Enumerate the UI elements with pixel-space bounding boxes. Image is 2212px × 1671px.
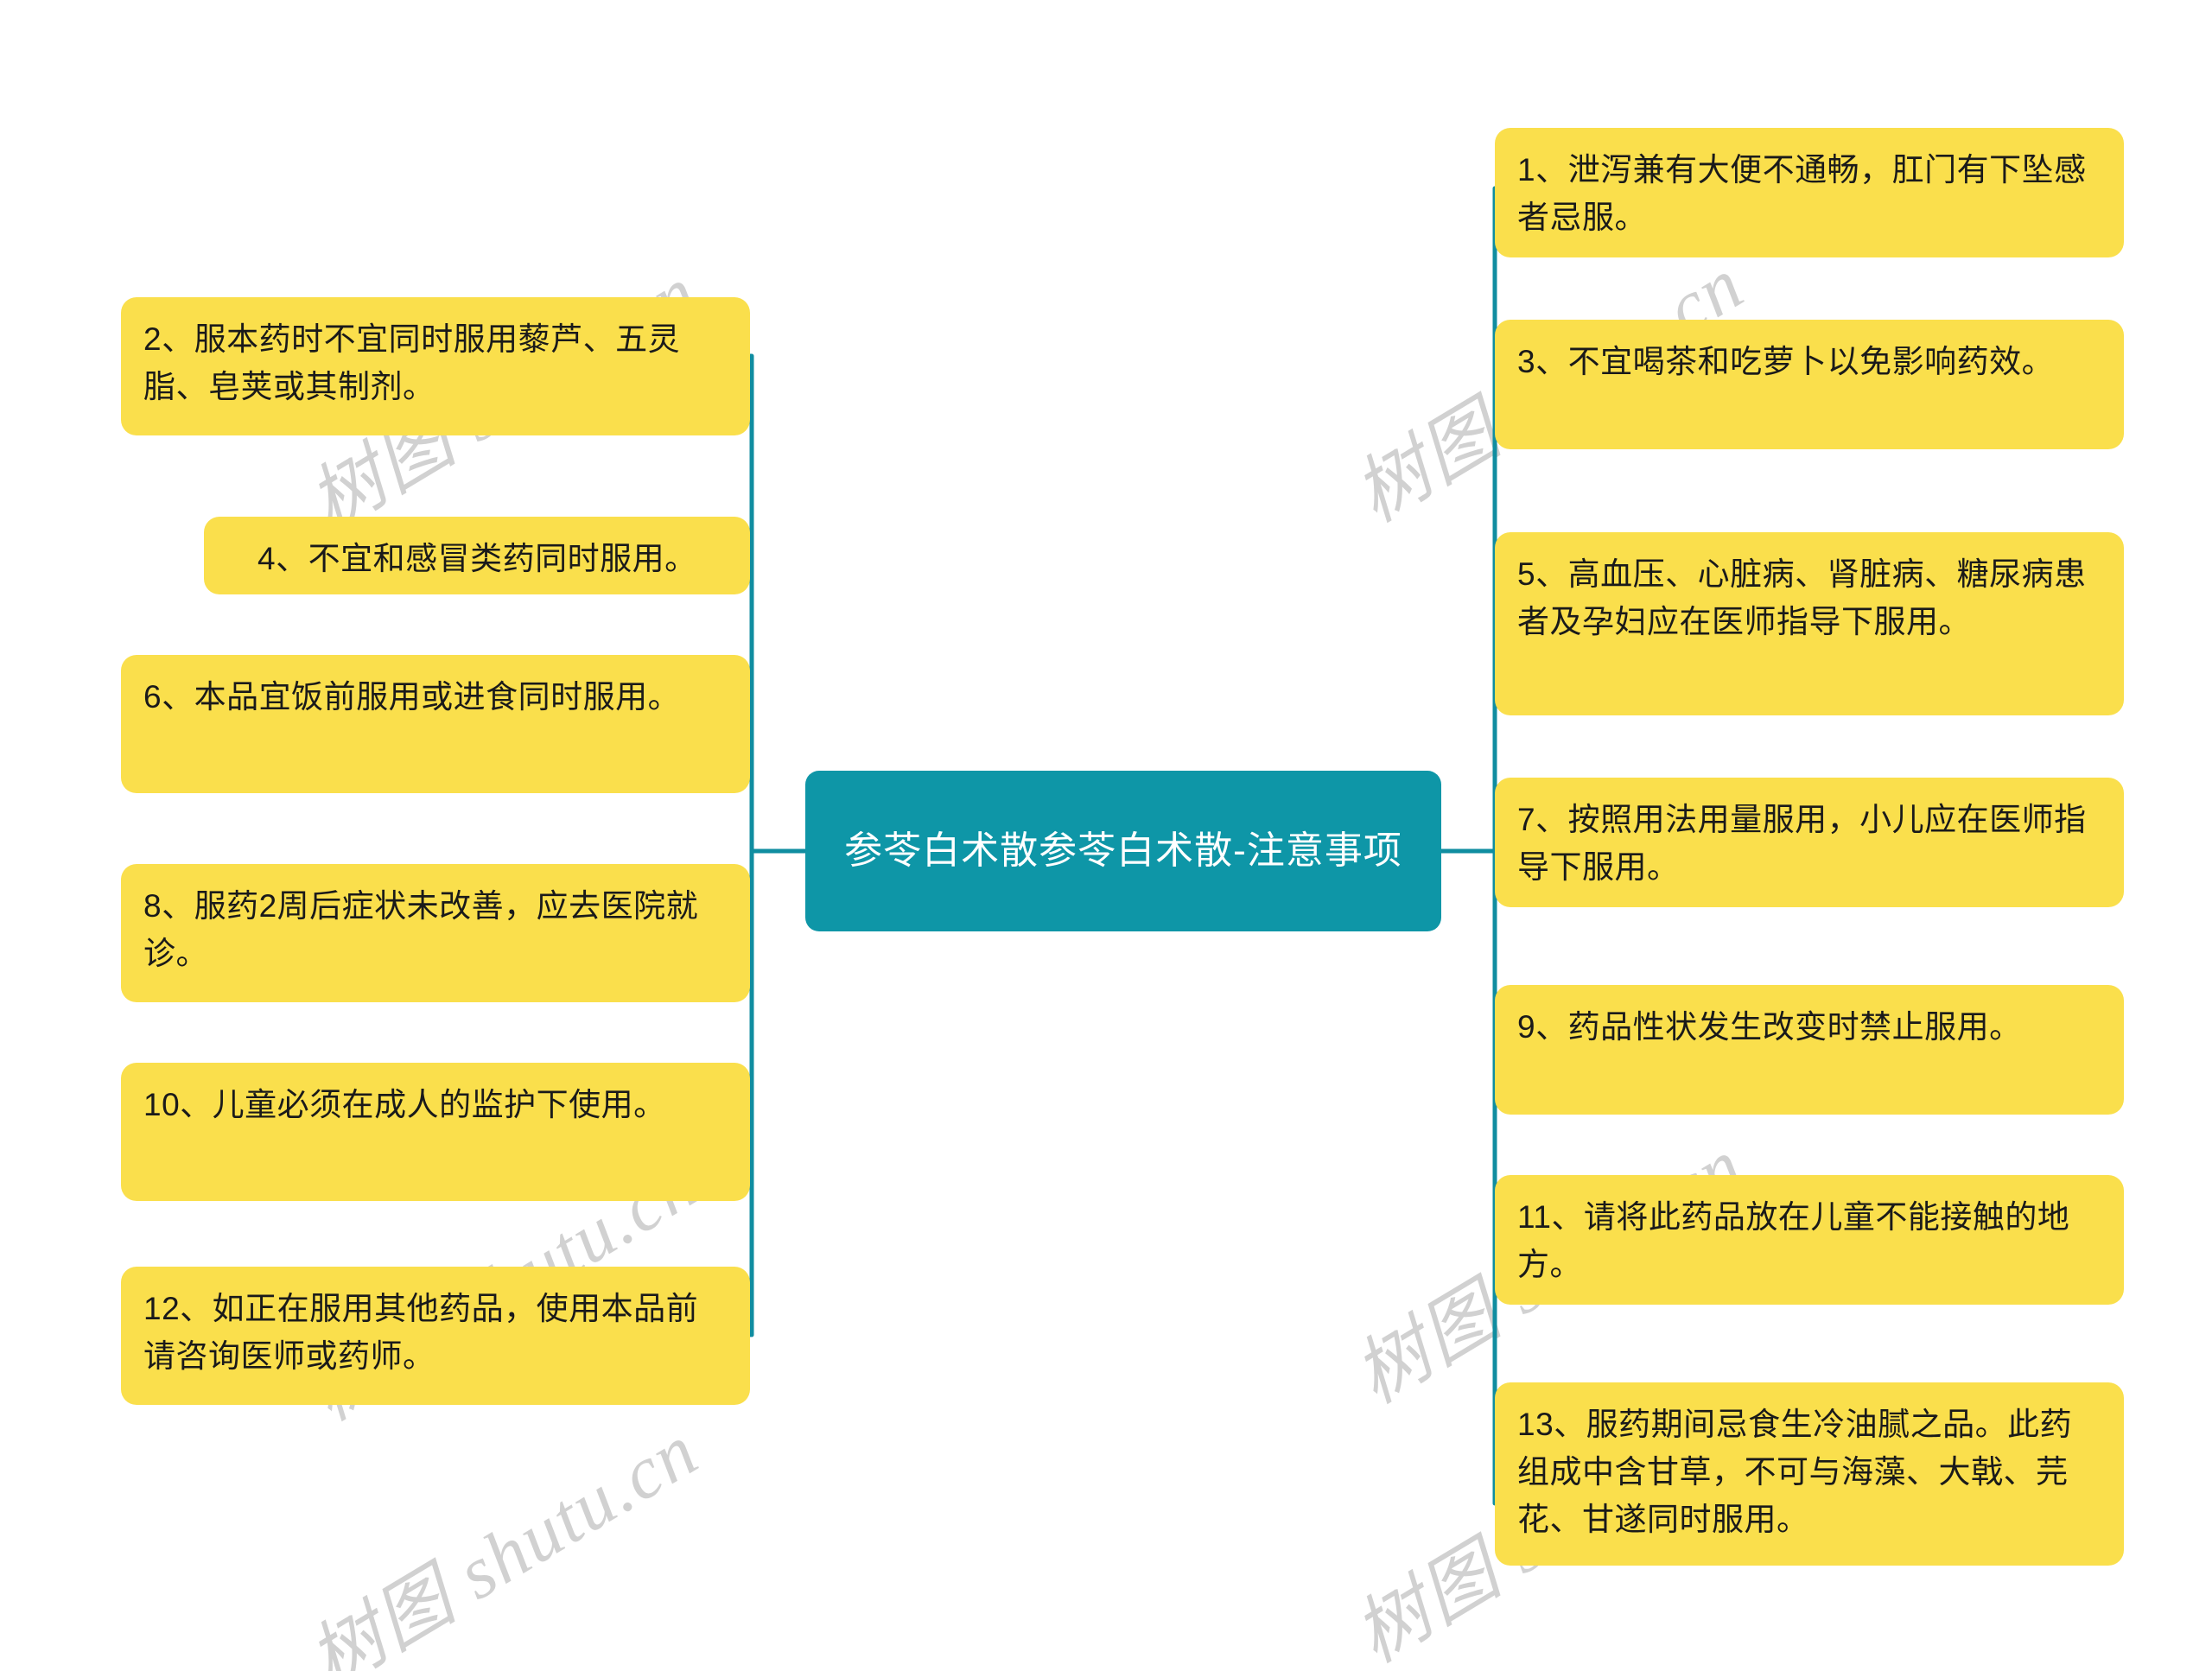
branch-node-right-3[interactable]: 3、不宜喝茶和吃萝卜以免影响药效。 <box>1495 320 2124 449</box>
branch-node-left-12[interactable]: 12、如正在服用其他药品，使用本品前请咨询医师或药师。 <box>121 1267 750 1405</box>
branch-label: 13、服药期间忌食生冷油腻之品。此药组成中含甘草，不可与海藻、大戟、芫花、甘遂同… <box>1517 1407 2073 1537</box>
branch-node-right-1[interactable]: 1、泄泻兼有大便不通畅，肛门有下坠感者忌服。 <box>1495 128 2124 257</box>
branch-node-right-13[interactable]: 13、服药期间忌食生冷油腻之品。此药组成中含甘草，不可与海藻、大戟、芫花、甘遂同… <box>1495 1382 2124 1566</box>
branch-node-right-11[interactable]: 11、请将此药品放在儿童不能接触的地方。 <box>1495 1175 2124 1305</box>
branch-label: 8、服药2周后症状未改善，应去医院就诊。 <box>143 888 699 971</box>
branch-label: 1、泄泻兼有大便不通畅，肛门有下坠感者忌服。 <box>1517 152 2087 235</box>
branch-node-right-7[interactable]: 7、按照用法用量服用，小儿应在医师指导下服用。 <box>1495 778 2124 907</box>
watermark: 树图 shutu.cn <box>295 1407 712 1671</box>
branch-node-left-4[interactable]: 4、不宜和感冒类药同时服用。 <box>204 517 750 594</box>
branch-label: 11、请将此药品放在儿童不能接触的地方。 <box>1517 1199 2070 1282</box>
branch-node-right-9[interactable]: 9、药品性状发生改变时禁止服用。 <box>1495 985 2124 1115</box>
branch-label: 2、服本药时不宜同时服用藜芦、五灵脂、皂荚或其制剂。 <box>143 321 681 404</box>
branch-label: 10、儿童必须在成人的监护下使用。 <box>143 1087 666 1122</box>
branch-node-left-2[interactable]: 2、服本药时不宜同时服用藜芦、五灵脂、皂荚或其制剂。 <box>121 297 750 435</box>
branch-label: 12、如正在服用其他药品，使用本品前请咨询医师或药师。 <box>143 1291 699 1374</box>
branch-label: 6、本品宜饭前服用或进食同时服用。 <box>143 679 681 715</box>
branch-node-right-5[interactable]: 5、高血压、心脏病、肾脏病、糖尿病患者及孕妇应在医师指导下服用。 <box>1495 532 2124 715</box>
branch-label: 4、不宜和感冒类药同时服用。 <box>257 541 697 576</box>
branch-label: 9、药品性状发生改变时禁止服用。 <box>1517 1009 2022 1045</box>
branch-label: 5、高血压、心脏病、肾脏病、糖尿病患者及孕妇应在医师指导下服用。 <box>1517 556 2087 639</box>
branch-node-left-6[interactable]: 6、本品宜饭前服用或进食同时服用。 <box>121 655 750 793</box>
root-node[interactable]: 参苓白术散参苓白术散-注意事项 <box>805 771 1441 931</box>
branch-node-left-8[interactable]: 8、服药2周后症状未改善，应去医院就诊。 <box>121 864 750 1002</box>
branch-node-left-10[interactable]: 10、儿童必须在成人的监护下使用。 <box>121 1063 750 1201</box>
branch-label: 3、不宜喝茶和吃萝卜以免影响药效。 <box>1517 344 2055 379</box>
branch-label: 7、按照用法用量服用，小儿应在医师指导下服用。 <box>1517 802 2087 885</box>
